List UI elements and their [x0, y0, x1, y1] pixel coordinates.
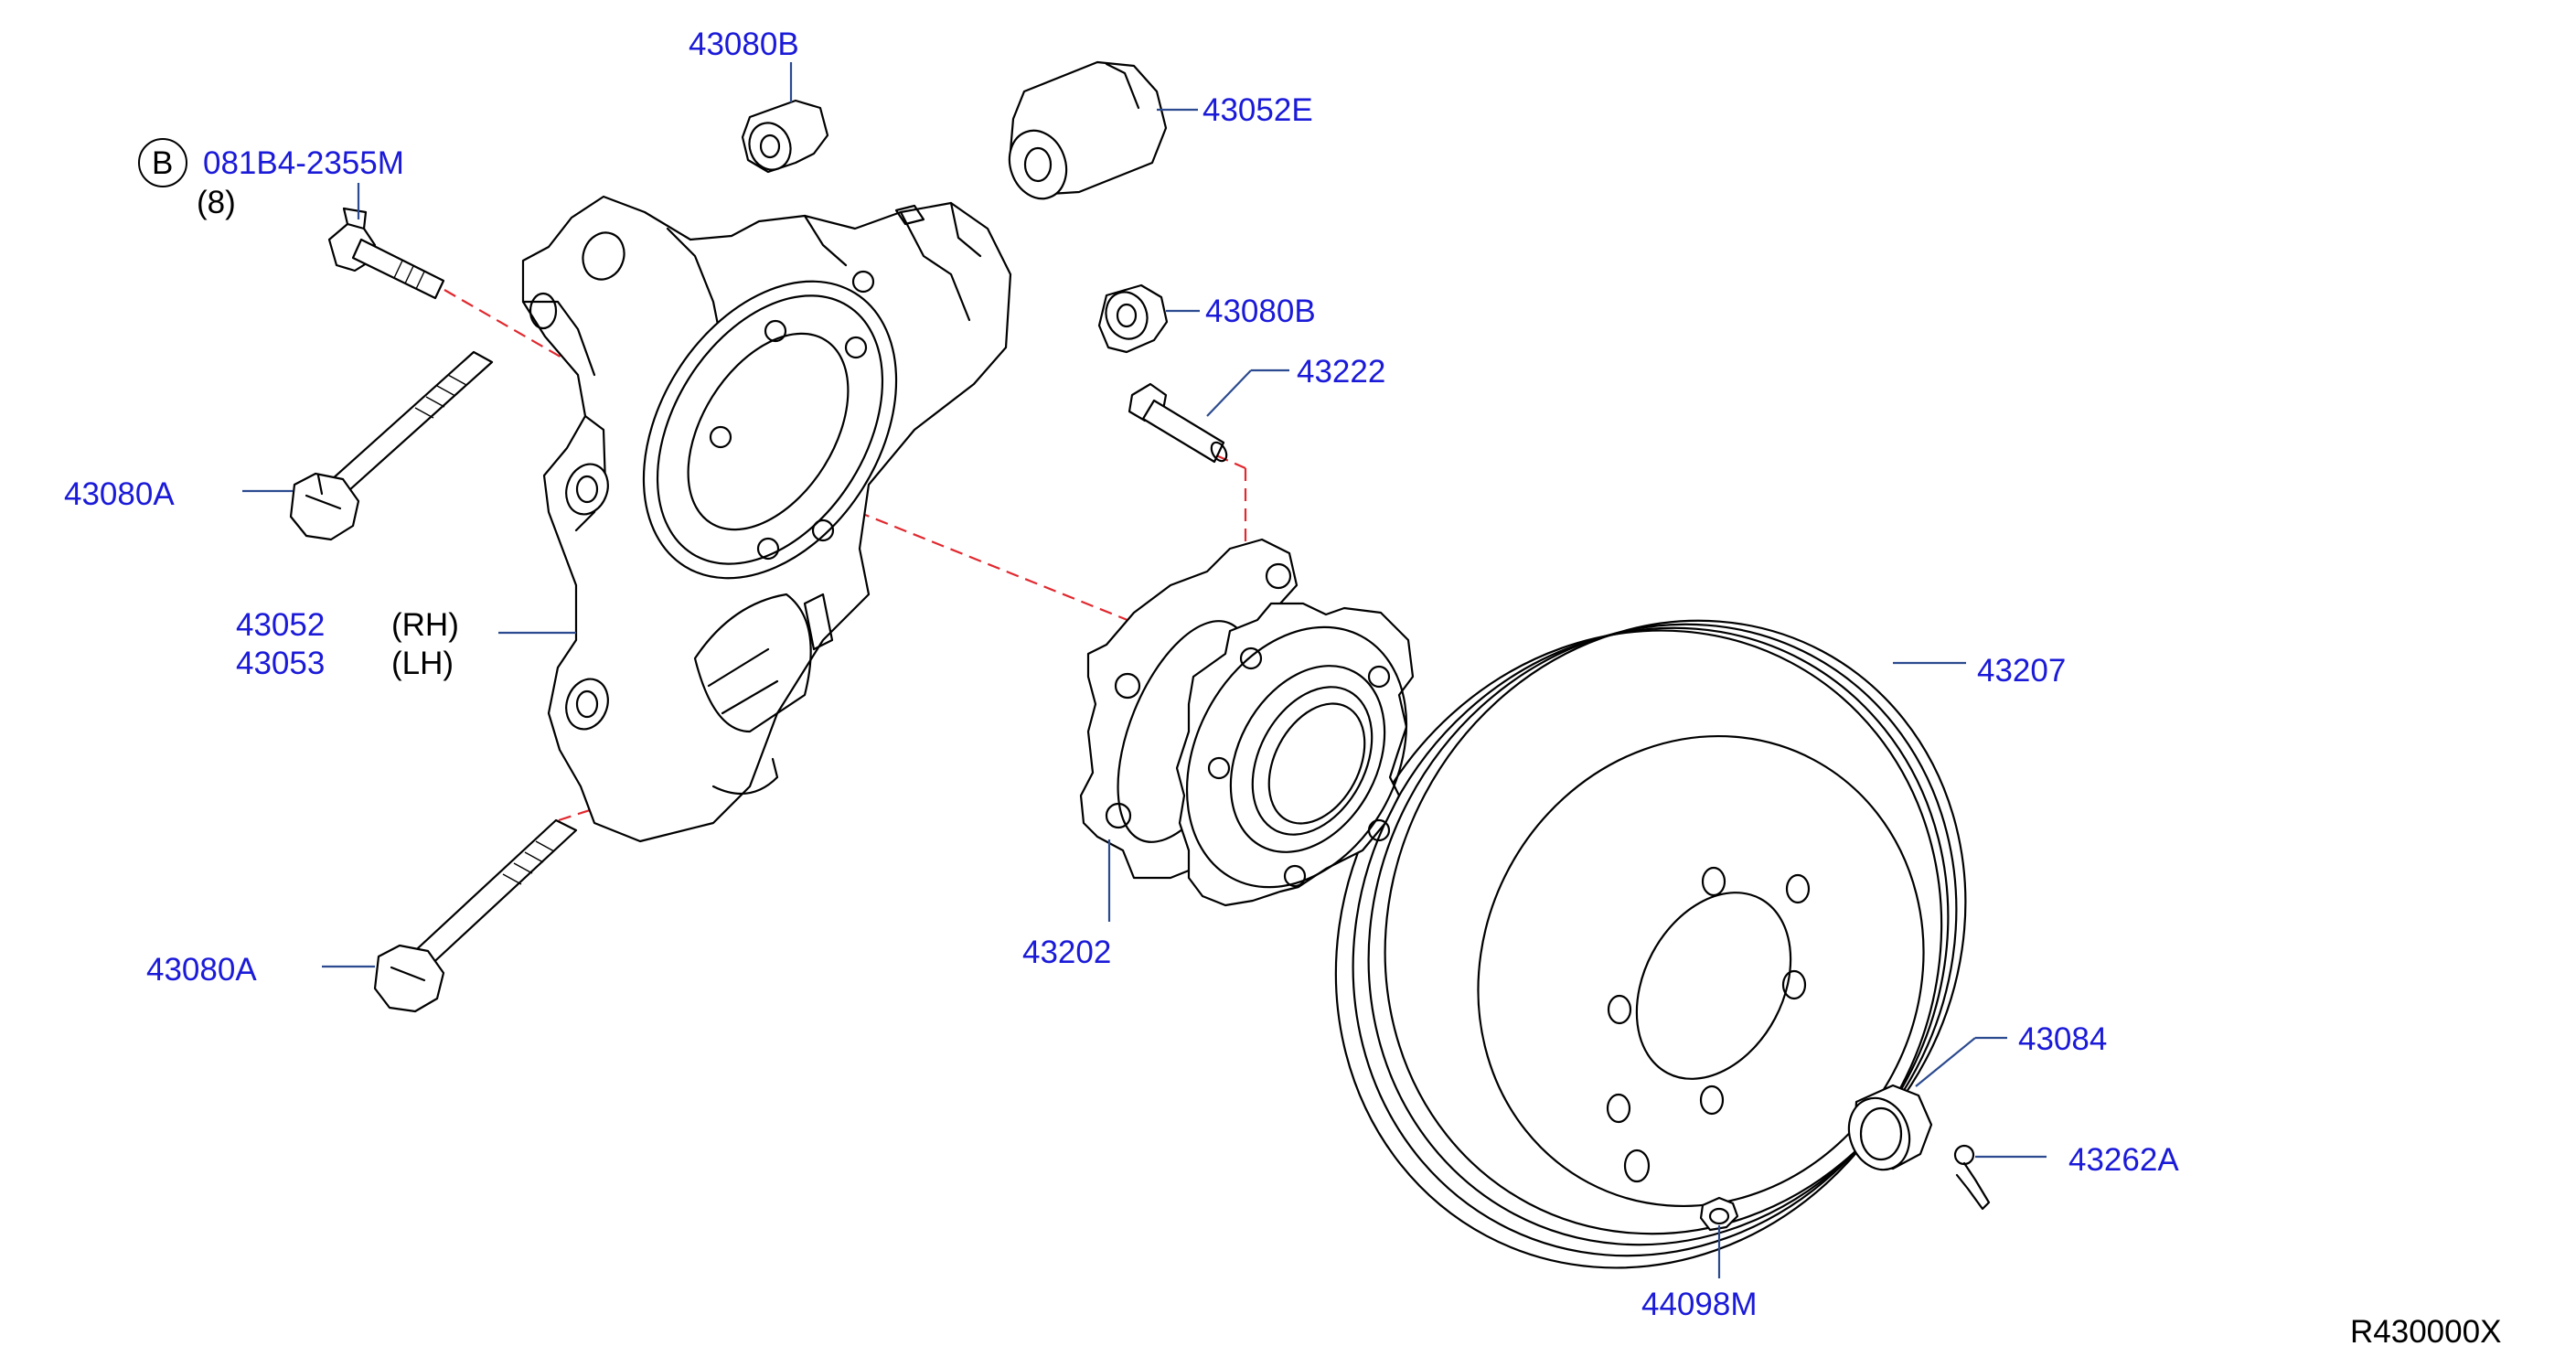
circle-b-marker: [138, 138, 187, 187]
hub-assembly[interactable]: [1079, 538, 1450, 925]
label-43053: 43053: [236, 646, 325, 681]
clip-43262a[interactable]: [1953, 1144, 1991, 1211]
label-rh: (RH): [391, 607, 459, 643]
plug-44098m[interactable]: [1699, 1196, 1739, 1232]
part-labels: 43080B 43052E B 081B4-2355M (8) 43080B 4…: [64, 27, 2501, 1350]
long-bolt-lower[interactable]: [373, 818, 578, 1013]
label-43052e: 43052E: [1202, 92, 1313, 128]
label-43202: 43202: [1022, 935, 1111, 970]
label-43222: 43222: [1297, 354, 1385, 390]
bushing-43052e[interactable]: [1000, 60, 1168, 207]
label-lh: (LH): [391, 646, 454, 681]
label-circle-b: B: [152, 145, 173, 181]
label-43080a-upper: 43080A: [64, 476, 175, 512]
long-bolt-upper[interactable]: [289, 350, 494, 541]
label-43207: 43207: [1977, 653, 2066, 689]
label-43080b-mid: 43080B: [1205, 294, 1316, 329]
brake-rotor[interactable]: [1224, 518, 2072, 1357]
diagram-code: R430000X: [2350, 1314, 2501, 1350]
bushing-top[interactable]: [741, 99, 829, 176]
label-43080a-lower: 43080A: [146, 952, 257, 988]
label-43052: 43052: [236, 607, 325, 643]
grease-cap[interactable]: [1839, 1084, 1933, 1179]
label-43084: 43084: [2018, 1021, 2107, 1057]
bushing-middle[interactable]: [1097, 283, 1169, 354]
label-44098m: 44098M: [1641, 1287, 1757, 1322]
label-bolt-part: 081B4-2355M: [203, 145, 404, 181]
wheel-stud[interactable]: [1128, 382, 1230, 464]
steering-knuckle[interactable]: [521, 195, 1012, 843]
label-43080b-top: 43080B: [689, 27, 799, 62]
flange-bolt[interactable]: [327, 207, 445, 300]
label-43262a: 43262A: [2068, 1142, 2179, 1178]
bolt-reference-b: B: [138, 138, 187, 187]
label-bolt-qty: (8): [197, 185, 236, 220]
leader-lines: [242, 62, 2047, 1278]
